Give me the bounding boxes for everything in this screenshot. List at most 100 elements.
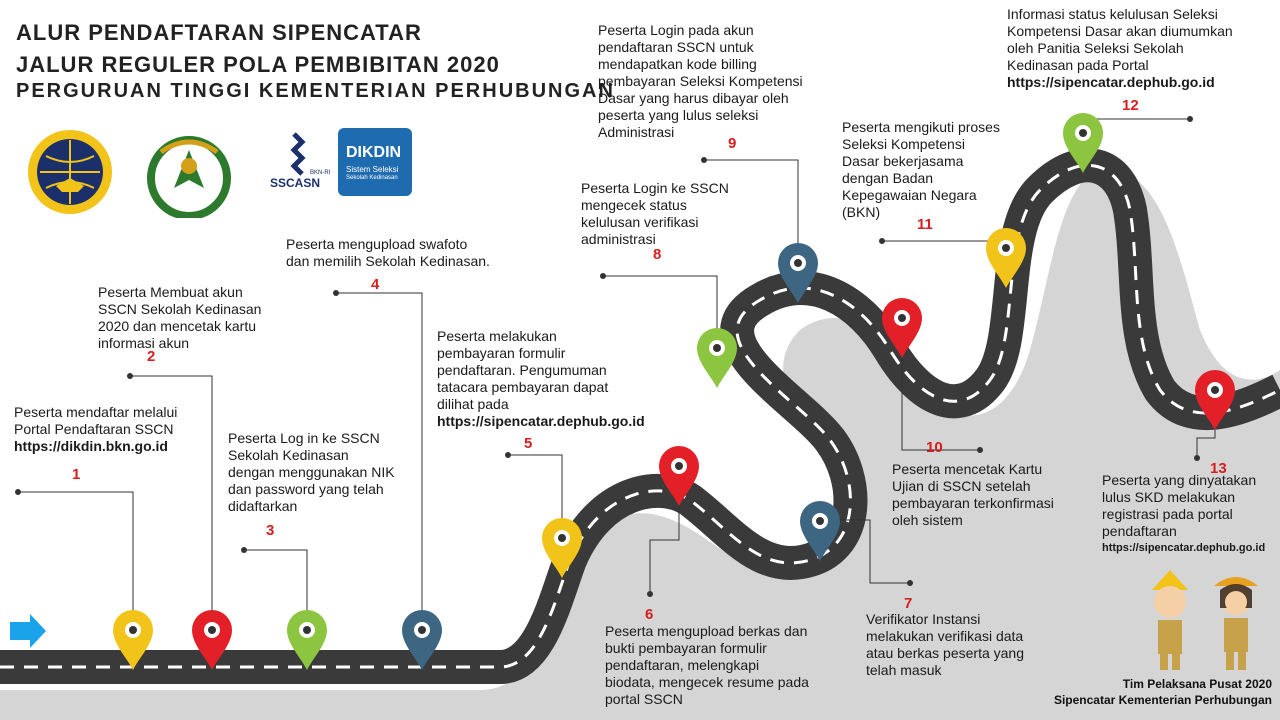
dikdin-logo-sub1: Sistem Seleksi — [346, 165, 399, 174]
title-line-2: JALUR REGULER POLA PEMBIBITAN 2020 — [16, 52, 500, 77]
step-1-line: Peserta mendaftar melalui — [14, 404, 178, 420]
step-5-line: tatacara pembayaran dapat — [437, 379, 609, 395]
step-3-pin-icon — [287, 610, 327, 670]
step-3-number: 3 — [266, 522, 275, 539]
sscasn-logo-icon — [290, 132, 306, 176]
step-5-line: pendaftaran. Pengumuman — [437, 362, 607, 378]
step-1-link[interactable]: https://dikdin.bkn.go.id — [14, 438, 168, 454]
step-2-line: 2020 dan mencetak kartu — [98, 318, 256, 334]
step-4-leader-dot — [333, 290, 339, 296]
step-13-line: lulus SKD melakukan — [1102, 489, 1236, 505]
step-11-line: dengan Badan — [842, 170, 934, 186]
step-6-leader-dot — [647, 591, 653, 597]
step-6-line: pendaftaran, melengkapi — [605, 657, 760, 673]
step-6-number: 6 — [645, 606, 654, 623]
step-13-link[interactable]: https://sipencatar.dephub.go.id — [1102, 542, 1266, 554]
step-10-leader-dot — [977, 447, 983, 453]
step-8-line: Peserta Login ke SSCN — [581, 180, 729, 196]
mascot-illustration — [1152, 570, 1258, 670]
step-5-leader-dot — [505, 452, 511, 458]
step-1-pin-icon — [113, 610, 153, 670]
step-12-link[interactable]: https://sipencatar.dephub.go.id — [1007, 74, 1215, 90]
step-6-line: bukti pembayaran formulir — [605, 640, 767, 656]
bpsdm-logo-icon — [147, 136, 231, 218]
step-2-number: 2 — [147, 348, 156, 365]
step-5-number: 5 — [524, 435, 533, 452]
step-3-leader-dot — [241, 547, 247, 553]
step-11-line: Seleksi Kompetensi — [842, 136, 965, 152]
footer-line-2: Sipencatar Kementerian Perhubungan — [1053, 693, 1272, 707]
step-5-line: pembayaran formulir — [437, 345, 566, 361]
dikdin-logo: DIKDIN Sistem Seleksi Sekolah Kedinasan — [338, 128, 412, 196]
step-3-line: Peserta Log in ke SSCN — [228, 430, 380, 446]
step-3-leader-line — [244, 549, 308, 630]
step-2-leader-dot — [127, 373, 133, 379]
step-4-pin-icon — [402, 610, 442, 670]
dikdin-logo-title: DIKDIN — [346, 144, 402, 161]
step-11-line: Kepegawaian Negara — [842, 187, 977, 203]
kemenhub-logo-icon — [28, 130, 112, 214]
step-5-line: dilihat pada — [437, 396, 509, 412]
step-9-line: mendapatkan kode billing — [598, 56, 757, 72]
step-9-number: 9 — [728, 135, 737, 152]
step-4-leader-line — [336, 292, 423, 630]
step-1-leader-line — [18, 491, 134, 630]
step-4-line: dan memilih Sekolah Kedinasan. — [286, 253, 490, 269]
step-9-line: Peserta Login pada akun — [598, 22, 754, 38]
step-7-leader-dot — [907, 580, 913, 586]
step-9-line: Dasar yang harus dibayar oleh — [598, 90, 789, 106]
step-9-leader-line — [704, 159, 799, 262]
step-7-line: melakukan verifikasi data — [866, 628, 1024, 644]
step-8-leader-line — [603, 275, 718, 348]
step-8-number: 8 — [653, 246, 662, 263]
step-13-number: 13 — [1210, 460, 1227, 477]
step-5-link[interactable]: https://sipencatar.dephub.go.id — [437, 413, 645, 429]
step-10-line: Ujian di SSCN setelah — [892, 478, 1031, 494]
step-6-line: biodata, mengecek resume pada — [605, 674, 809, 690]
mascot-girl-icon — [1214, 577, 1258, 670]
step-12-line: oleh Panitia Seleksi Sekolah — [1007, 40, 1184, 56]
step-9-line: peserta yang lulus seleksi — [598, 107, 759, 123]
title-line-3: PERGURUAN TINGGI KEMENTERIAN PERHUBUNGAN — [16, 80, 615, 102]
step-2-pin-icon — [192, 610, 232, 670]
step-2-line: informasi akun — [98, 335, 190, 351]
step-6-leader-line — [649, 500, 680, 594]
step-3-line: dan password yang telah — [228, 481, 384, 497]
step-8-pin-icon — [697, 328, 737, 388]
step-13-line: registrasi pada portal — [1102, 506, 1233, 522]
step-9-leader-dot — [701, 157, 707, 163]
step-5-pin-icon — [542, 518, 582, 578]
step-13-pin-icon — [1195, 370, 1235, 430]
step-2-leader-line — [130, 375, 213, 630]
step-9-line: pendaftaran SSCN untuk — [598, 39, 754, 55]
step-6-pin-icon — [659, 446, 699, 506]
step-11-line: Dasar bekerjasama — [842, 153, 964, 169]
mascot-boy-icon — [1152, 570, 1188, 670]
start-arrow-icon — [10, 614, 46, 648]
step-1-leader-dot — [15, 489, 21, 495]
step-12-number: 12 — [1122, 97, 1139, 114]
step-12-line: Kompetensi Dasar akan diumumkan — [1007, 23, 1233, 39]
step-4-line: Peserta mengupload swafoto — [286, 236, 468, 252]
step-3-line: Sekolah Kedinasan — [228, 447, 349, 463]
step-7-pin-icon — [800, 501, 840, 561]
location-pins — [113, 113, 1235, 670]
step-6-line: Peserta mengupload berkas dan — [605, 623, 808, 639]
sscasn-logo-text: SSCASN — [270, 176, 321, 190]
step-4-number: 4 — [371, 276, 380, 293]
step-7-number: 7 — [904, 595, 913, 612]
dikdin-logo-sub2: Sekolah Kedinasan — [346, 175, 398, 181]
step-9-line: Administrasi — [598, 124, 675, 140]
step-10-line: pembayaran terkonfirmasi — [892, 495, 1054, 511]
footer-line-1: Tim Pelaksana Pusat 2020 — [1122, 677, 1272, 691]
